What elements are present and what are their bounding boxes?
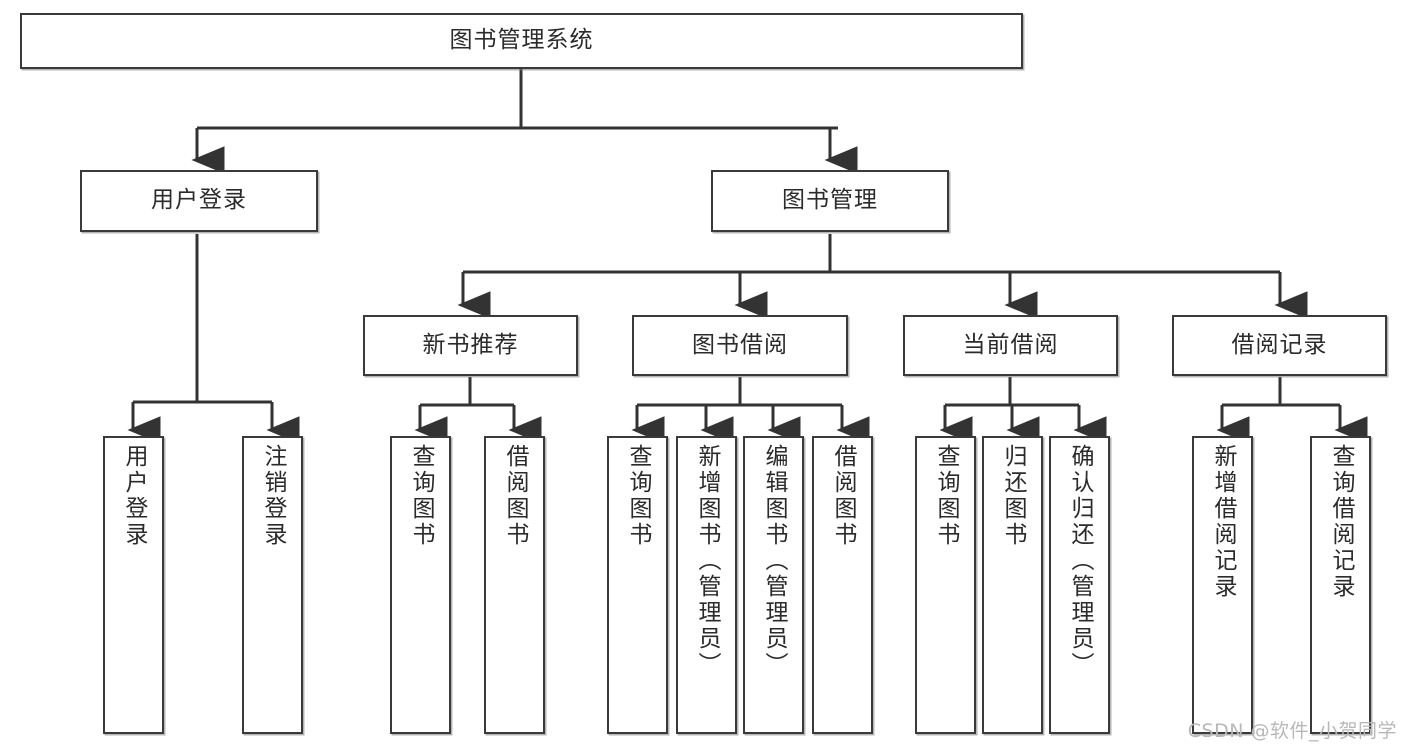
node-borrow-record-label: 借阅记录 xyxy=(1231,331,1328,358)
node-book-borrow-label: 图书借阅 xyxy=(692,331,788,358)
node-current-borrow-label: 当前借阅 xyxy=(962,331,1059,358)
node-leaf-edit-book-label: 编辑图书（管理员） xyxy=(761,444,787,678)
node-leaf-edit-book[interactable]: 编辑图书（管理员） xyxy=(743,436,804,734)
node-leaf-logout-label: 注销登录 xyxy=(260,444,286,548)
node-root[interactable]: 图书管理系统 xyxy=(20,13,1023,69)
node-leaf-user-login[interactable]: 用户登录 xyxy=(103,436,164,734)
node-leaf-add-book[interactable]: 新增图书（管理员） xyxy=(676,436,737,734)
node-root-label: 图书管理系统 xyxy=(449,27,594,54)
node-leaf-query-book-1[interactable]: 查询图书 xyxy=(390,436,451,734)
node-leaf-add-record-label: 新增借阅记录 xyxy=(1210,444,1236,600)
node-leaf-query-record[interactable]: 查询借阅记录 xyxy=(1310,436,1371,734)
node-leaf-query-book-2-label: 查询图书 xyxy=(625,444,651,548)
node-borrow-record[interactable]: 借阅记录 xyxy=(1172,315,1387,376)
node-leaf-borrow-book-2[interactable]: 借阅图书 xyxy=(812,436,873,734)
node-leaf-confirm-return-label: 确认归还（管理员） xyxy=(1067,444,1093,678)
node-new-book-rec-label: 新书推荐 xyxy=(422,331,519,358)
node-leaf-query-book-3-label: 查询图书 xyxy=(933,444,959,548)
node-leaf-query-record-label: 查询借阅记录 xyxy=(1328,444,1354,600)
csdn-watermark: CSDN @软件_小贺同学 xyxy=(1187,720,1397,742)
node-leaf-logout[interactable]: 注销登录 xyxy=(242,436,303,734)
node-book-manage-label: 图书管理 xyxy=(782,187,878,214)
node-leaf-query-book-3[interactable]: 查询图书 xyxy=(915,436,976,734)
node-leaf-borrow-book-1[interactable]: 借阅图书 xyxy=(484,436,545,734)
node-current-borrow[interactable]: 当前借阅 xyxy=(903,315,1118,376)
node-new-book-rec[interactable]: 新书推荐 xyxy=(363,315,578,376)
node-leaf-query-book-1-label: 查询图书 xyxy=(408,444,434,548)
node-leaf-borrow-book-2-label: 借阅图书 xyxy=(830,444,856,548)
node-leaf-return-book[interactable]: 归还图书 xyxy=(982,436,1043,734)
node-leaf-borrow-book-1-label: 借阅图书 xyxy=(502,444,528,548)
node-leaf-query-book-2[interactable]: 查询图书 xyxy=(607,436,668,734)
node-user-login-label: 用户登录 xyxy=(151,187,247,214)
node-leaf-add-book-label: 新增图书（管理员） xyxy=(694,444,720,678)
node-leaf-confirm-return[interactable]: 确认归还（管理员） xyxy=(1049,436,1110,734)
node-book-manage[interactable]: 图书管理 xyxy=(711,170,949,232)
node-leaf-add-record[interactable]: 新增借阅记录 xyxy=(1192,436,1253,734)
node-leaf-user-login-label: 用户登录 xyxy=(121,444,147,548)
node-book-borrow[interactable]: 图书借阅 xyxy=(632,315,848,376)
node-user-login[interactable]: 用户登录 xyxy=(80,170,318,232)
node-leaf-return-book-label: 归还图书 xyxy=(1000,444,1026,548)
